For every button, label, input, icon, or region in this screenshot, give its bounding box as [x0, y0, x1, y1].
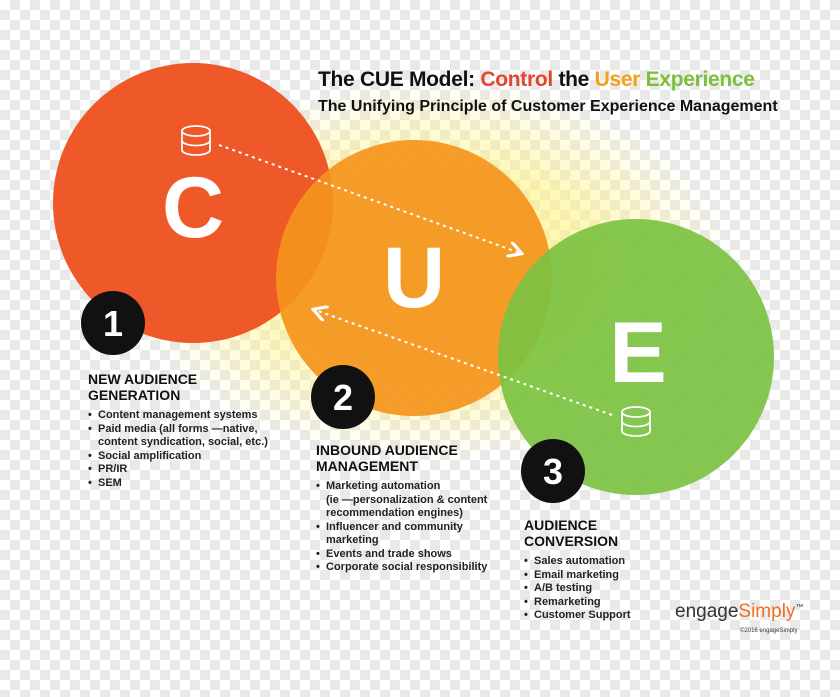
- circle-e-letter: E: [609, 305, 666, 401]
- circle-u: [276, 140, 552, 416]
- title-part: The CUE Model:: [318, 68, 481, 91]
- title-part: Experience: [640, 68, 755, 91]
- step-badge-2: [311, 365, 375, 429]
- list-item: SEM: [88, 477, 293, 491]
- list-item: Corporate social responsibility: [316, 561, 521, 575]
- step-2-block: INBOUND AUDIENCE MANAGEMENT Marketing au…: [316, 442, 521, 575]
- step-1-heading: NEW AUDIENCE GENERATION: [88, 371, 198, 403]
- list-item: Sales automation: [524, 555, 674, 569]
- circle-e: [498, 219, 774, 495]
- list-item: Events and trade shows: [316, 548, 521, 562]
- list-item: Customer Support: [524, 609, 674, 623]
- list-item: Influencer and community marketing: [316, 521, 521, 548]
- page-subtitle: The Unifying Principle of Customer Exper…: [318, 98, 778, 115]
- list-item: Email marketing: [524, 569, 674, 583]
- step-number-1: 1: [103, 303, 123, 344]
- step-number-2: 2: [333, 377, 353, 418]
- list-item: Marketing automation (ie —personalizatio…: [316, 480, 521, 521]
- circle-c-letter: C: [162, 160, 224, 256]
- database-icon: [621, 406, 651, 437]
- circle-u-letter: U: [383, 230, 445, 326]
- flow-arrow-forward: [218, 144, 520, 253]
- database-icon: [181, 125, 211, 156]
- page-title: The CUE Model: Control the User Experien…: [318, 68, 798, 92]
- step-2-list: Marketing automation (ie —personalizatio…: [316, 480, 521, 575]
- step-1-list: Content management systems Paid media (a…: [88, 409, 293, 490]
- brand-logo: engageSimply™: [675, 601, 803, 623]
- title-part: Control: [480, 68, 553, 91]
- step-2-heading: INBOUND AUDIENCE MANAGEMENT: [316, 442, 458, 474]
- list-item: Content management systems: [88, 409, 293, 423]
- copyright: ©2016 engageSimply: [740, 628, 798, 634]
- brand-tm: ™: [795, 602, 804, 612]
- step-3-list: Sales automation Email marketing A/B tes…: [524, 555, 674, 623]
- list-item: PR/IR: [88, 463, 293, 477]
- step-1-block: NEW AUDIENCE GENERATION Content manageme…: [88, 371, 293, 490]
- step-badge-1: [81, 291, 145, 355]
- title-part: the: [552, 68, 595, 91]
- step-3-heading: AUDIENCE CONVERSION: [524, 517, 619, 549]
- step-badge-3: [521, 439, 585, 503]
- list-item: Social amplification: [88, 450, 293, 464]
- list-item: Remarketing: [524, 596, 674, 610]
- list-item: Paid media (all forms —native, content s…: [88, 423, 293, 450]
- step-3-block: AUDIENCE CONVERSION Sales automation Ema…: [524, 517, 674, 623]
- brand-part2: Simply: [738, 601, 796, 622]
- circle-c: [53, 63, 333, 343]
- step-number-3: 3: [543, 451, 563, 492]
- brand-part1: engage: [675, 601, 739, 622]
- list-item: A/B testing: [524, 582, 674, 596]
- title-part: User: [594, 68, 641, 91]
